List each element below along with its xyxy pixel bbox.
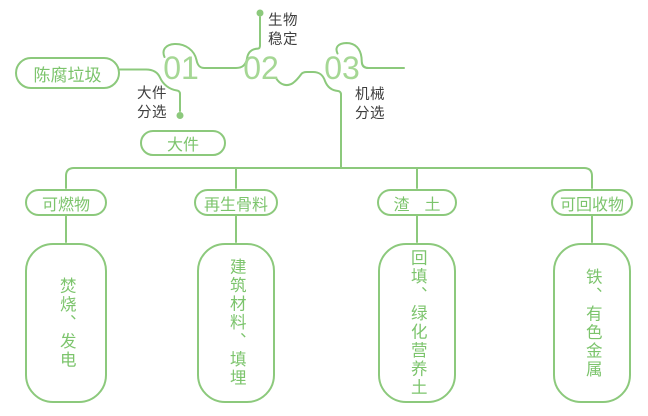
step-number-02: 02: [243, 50, 279, 86]
category-pill-slag-soil: 渣土: [377, 189, 457, 216]
step-tag-bio-stabilization: 生物 稳定: [268, 12, 298, 49]
step-tag-line: 分选: [137, 104, 167, 121]
category-label: 可燃物: [41, 196, 90, 214]
result-box-incineration: 焚烧、发电: [25, 243, 107, 403]
step-tag-line: 大件: [137, 86, 167, 102]
arc-step-01-to-02: [162, 16, 261, 69]
large-items-dot: [176, 112, 184, 119]
result-text: 铁、有色金属: [583, 267, 602, 379]
category-pill-recycled-aggregate: 再生骨料: [194, 189, 278, 216]
node-source-pill: 陈腐垃圾: [15, 57, 120, 89]
result-box-metals: 铁、有色金属: [553, 243, 631, 403]
bio-stable-dot: [256, 9, 264, 17]
result-text: 回填、绿化营养土: [408, 249, 427, 397]
line-source-to-large-items: [119, 68, 181, 112]
category-label: 渣土: [393, 196, 456, 214]
step-tag-line: 稳定: [268, 31, 298, 48]
category-pill-combustibles: 可燃物: [25, 189, 107, 216]
step-tag-mechanical-sorting: 机械 分选: [355, 86, 385, 123]
result-text: 建筑材料、填埋: [227, 258, 246, 388]
category-label: 再生骨料: [203, 196, 268, 214]
step-tag-line: 分选: [355, 105, 385, 122]
step-tag-line: 机械: [355, 87, 385, 103]
category-pill-recyclables: 可回收物: [551, 189, 633, 216]
node-large-items-pill: 大件: [140, 130, 226, 156]
result-box-backfill: 回填、绿化营养土: [378, 243, 456, 403]
result-text: 焚烧、发电: [57, 276, 76, 370]
arc-step-02-to-03: [275, 71, 342, 169]
arc-step-03-out: [335, 41, 405, 69]
step-tag-large-item-sorting: 大件 分选: [137, 85, 167, 122]
step-tag-line: 生物: [268, 13, 298, 29]
category-label: 可回收物: [559, 196, 624, 214]
step-number-01: 01: [163, 50, 199, 86]
result-box-building-materials: 建筑材料、填埋: [197, 243, 275, 403]
node-source-label: 陈腐垃圾: [33, 65, 102, 85]
step-number-03: 03: [324, 50, 360, 86]
distributor-line: [65, 167, 593, 189]
node-large-items-label: 大件: [166, 137, 199, 154]
